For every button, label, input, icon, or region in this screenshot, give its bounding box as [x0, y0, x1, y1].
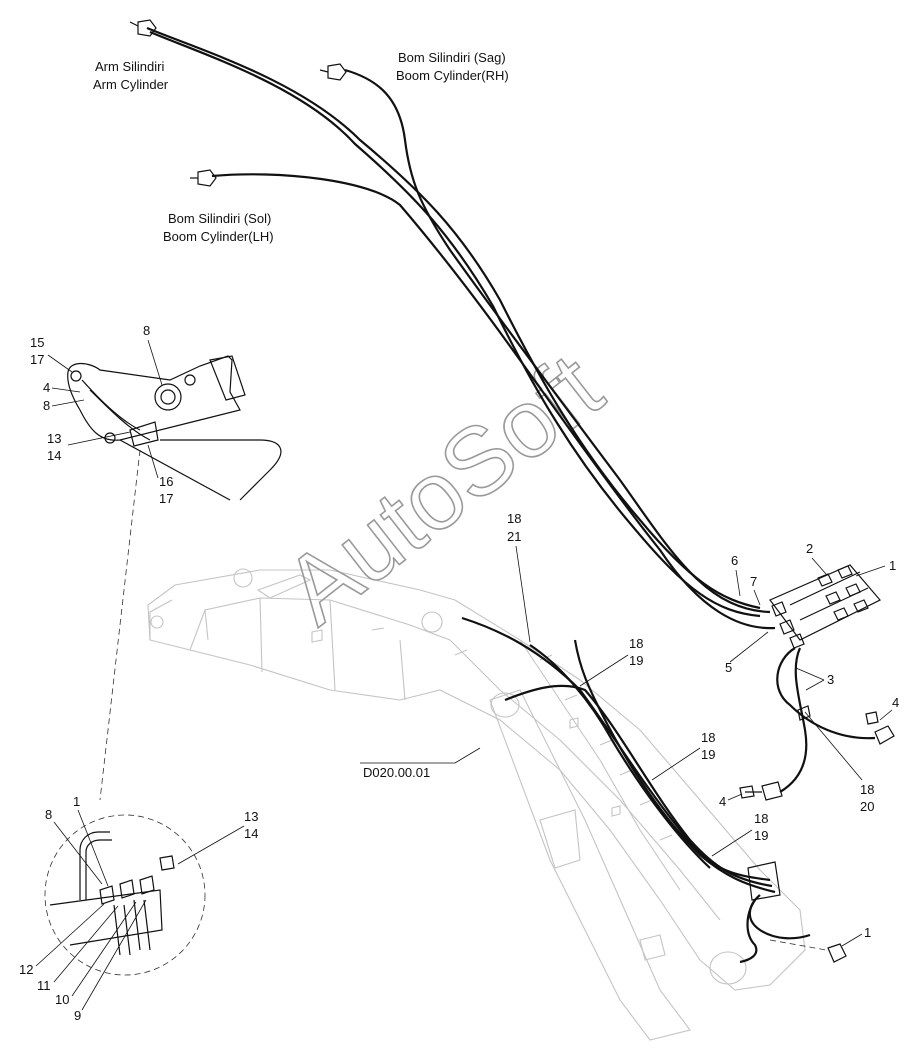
callout-8: 8 [45, 807, 52, 822]
hose-boom-cylinder-rh [344, 68, 771, 614]
label-arm-cylinder-en: Arm Cylinder [93, 77, 169, 92]
callout-4: 4 [43, 380, 50, 395]
detail-leader-dashed [99, 449, 141, 801]
hose-boom-cylinder-lh [211, 173, 776, 630]
callout-13: 13 [244, 809, 258, 824]
callout-21: 21 [507, 529, 521, 544]
manifold-lower [739, 861, 847, 964]
callout-20: 20 [860, 799, 874, 814]
callout-14: 14 [47, 448, 61, 463]
cylinder-labels: Arm Silindiri Arm Cylinder Bom Silindiri… [93, 50, 509, 244]
label-boom-rh-en: Boom Cylinder(RH) [396, 68, 509, 83]
callout-7: 7 [750, 574, 757, 589]
callout-1: 1 [864, 925, 871, 940]
callout-18: 18 [860, 782, 874, 797]
callout-4: 4 [892, 695, 899, 710]
label-arm-cylinder-tr: Arm Silindiri [95, 59, 164, 74]
callout-13: 13 [47, 431, 61, 446]
callout-16: 16 [159, 474, 173, 489]
callout-11: 11 [37, 978, 51, 993]
callout-18: 18 [629, 636, 643, 651]
callout-14: 14 [244, 826, 258, 841]
callout-19: 19 [629, 653, 643, 668]
arm-detail-view [67, 355, 282, 501]
callout-15: 15 [30, 335, 44, 350]
label-boom-lh-tr: Bom Silindiri (Sol) [168, 211, 271, 226]
label-boom-rh-tr: Bom Silindiri (Sag) [398, 50, 506, 65]
hose-boom-run [461, 616, 776, 894]
callout-19: 19 [754, 828, 768, 843]
callout-2: 2 [806, 541, 813, 556]
callout-12: 12 [19, 962, 33, 977]
callout-18: 18 [507, 511, 521, 526]
callout-17: 17 [159, 491, 173, 506]
hose-arm-cylinder [146, 26, 761, 618]
callout-8: 8 [143, 323, 150, 338]
detail-inset [44, 814, 206, 976]
reference-code: D020.00.01 [363, 765, 430, 780]
callout-5: 5 [725, 660, 732, 675]
callout-9: 9 [74, 1008, 81, 1023]
end-fittings [129, 19, 347, 187]
callout-3: 3 [827, 672, 834, 687]
callout-18: 18 [754, 811, 768, 826]
callout-1: 1 [73, 794, 80, 809]
callout-19: 19 [701, 747, 715, 762]
callout-1: 1 [889, 558, 896, 573]
callout-8: 8 [43, 398, 50, 413]
callout-18: 18 [701, 730, 715, 745]
callout-6: 6 [731, 553, 738, 568]
callout-10: 10 [55, 992, 69, 1007]
label-boom-lh-en: Boom Cylinder(LH) [163, 229, 274, 244]
watermark-text: AutoSoft [265, 334, 621, 645]
callouts: 15 17 8 4 8 13 14 16 17 18 21 6 7 5 2 1 … [19, 323, 899, 1023]
callout-4: 4 [719, 794, 726, 809]
hose-port-3 [739, 647, 895, 801]
callout-17: 17 [30, 352, 44, 367]
reference-tag: D020.00.01 [360, 747, 481, 780]
boom-outline [147, 568, 806, 1041]
manifold-block [769, 564, 881, 649]
